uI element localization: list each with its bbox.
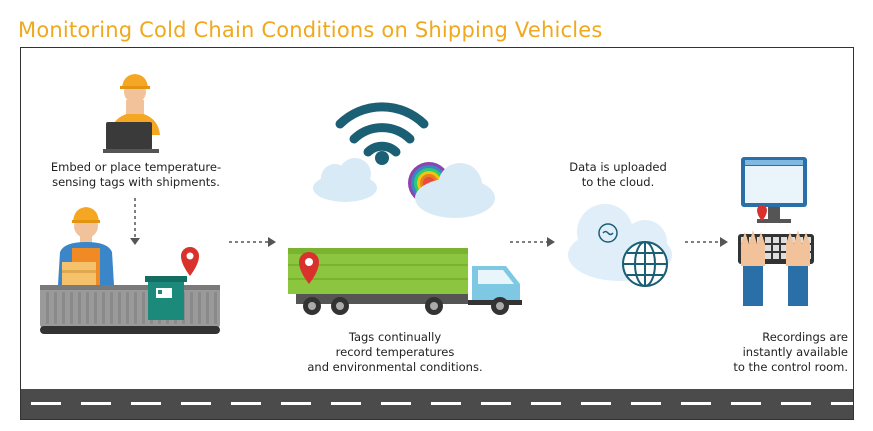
keyboard-key <box>765 253 771 259</box>
down-arrow-icon <box>130 198 140 245</box>
computer-monitor-icon <box>741 157 807 223</box>
keyboard-key <box>773 253 779 259</box>
conveyor-stripe <box>94 292 97 324</box>
conveyor-stripe <box>190 292 193 324</box>
tagged-package-icon <box>145 276 187 320</box>
lane-dash <box>81 402 111 405</box>
lane-dash <box>831 402 853 405</box>
lane-dash <box>131 402 161 405</box>
lane-dash <box>331 402 361 405</box>
conveyor-stripe <box>134 292 137 324</box>
step-1-caption: Embed or place temperature- sensing tags… <box>50 160 222 189</box>
flow-arrow-icon <box>229 237 276 247</box>
conveyor-belt-icon <box>40 285 220 334</box>
conveyor-stripe <box>206 292 209 324</box>
keyboard-key <box>773 237 779 243</box>
cloud-rain-icon <box>313 158 377 202</box>
keyboard-key <box>765 237 771 243</box>
flow-arrow-icon <box>510 237 555 247</box>
lane-dash <box>731 402 761 405</box>
conveyor-stripe <box>102 292 105 324</box>
conveyor-stripe <box>198 292 201 324</box>
conveyor-stripe <box>54 292 57 324</box>
lane-dash <box>281 402 311 405</box>
lane-dash <box>431 402 461 405</box>
worker-with-laptop-icon <box>103 74 160 153</box>
keyboard-key <box>773 245 779 251</box>
warehouse-worker-icon <box>58 207 114 290</box>
conveyor-stripe <box>126 292 129 324</box>
conveyor-stripe <box>110 292 113 324</box>
control-room-pin-icon <box>757 205 767 221</box>
keyboard-key <box>781 253 787 259</box>
lane-dash <box>481 402 511 405</box>
lane-dash <box>231 402 261 405</box>
conveyor-stripe <box>86 292 89 324</box>
conveyor-stripe <box>142 292 145 324</box>
flow-arrow-icon <box>685 237 728 247</box>
location-pin-icon <box>181 247 199 276</box>
conveyor-stripe <box>46 292 49 324</box>
diagram-frame <box>20 47 854 420</box>
step-2-caption: Tags continually record temperatures and… <box>307 330 483 374</box>
lane-dash <box>31 402 61 405</box>
conveyor-stripe <box>62 292 65 324</box>
step-3-caption: Data is uploaded to the cloud. <box>569 160 667 189</box>
rainbow-cloud-icon <box>408 162 495 218</box>
shipping-truck-icon <box>288 248 522 315</box>
page-title: Monitoring Cold Chain Conditions on Ship… <box>18 18 603 42</box>
wifi-dot-icon <box>375 151 389 165</box>
keyboard-hands-icon <box>738 230 814 306</box>
step-4-caption: Recordings are instantly available to th… <box>733 330 848 374</box>
keyboard-key <box>781 245 787 251</box>
lane-dash <box>781 402 811 405</box>
conveyor-stripe <box>70 292 73 324</box>
road-lane-markings <box>31 402 853 405</box>
lane-dash <box>681 402 711 405</box>
lane-dash <box>531 402 561 405</box>
conveyor-stripe <box>214 292 217 324</box>
road-strip <box>21 389 853 419</box>
keyboard-key <box>765 245 771 251</box>
lane-dash <box>381 402 411 405</box>
wifi-icon <box>335 102 429 157</box>
keyboard-key <box>781 237 787 243</box>
lane-dash <box>181 402 211 405</box>
truck-location-pin-icon <box>299 252 319 284</box>
globe-icon <box>622 241 668 287</box>
conveyor-stripe <box>78 292 81 324</box>
conveyor-stripe <box>118 292 121 324</box>
lane-dash <box>581 402 611 405</box>
lane-dash <box>631 402 661 405</box>
